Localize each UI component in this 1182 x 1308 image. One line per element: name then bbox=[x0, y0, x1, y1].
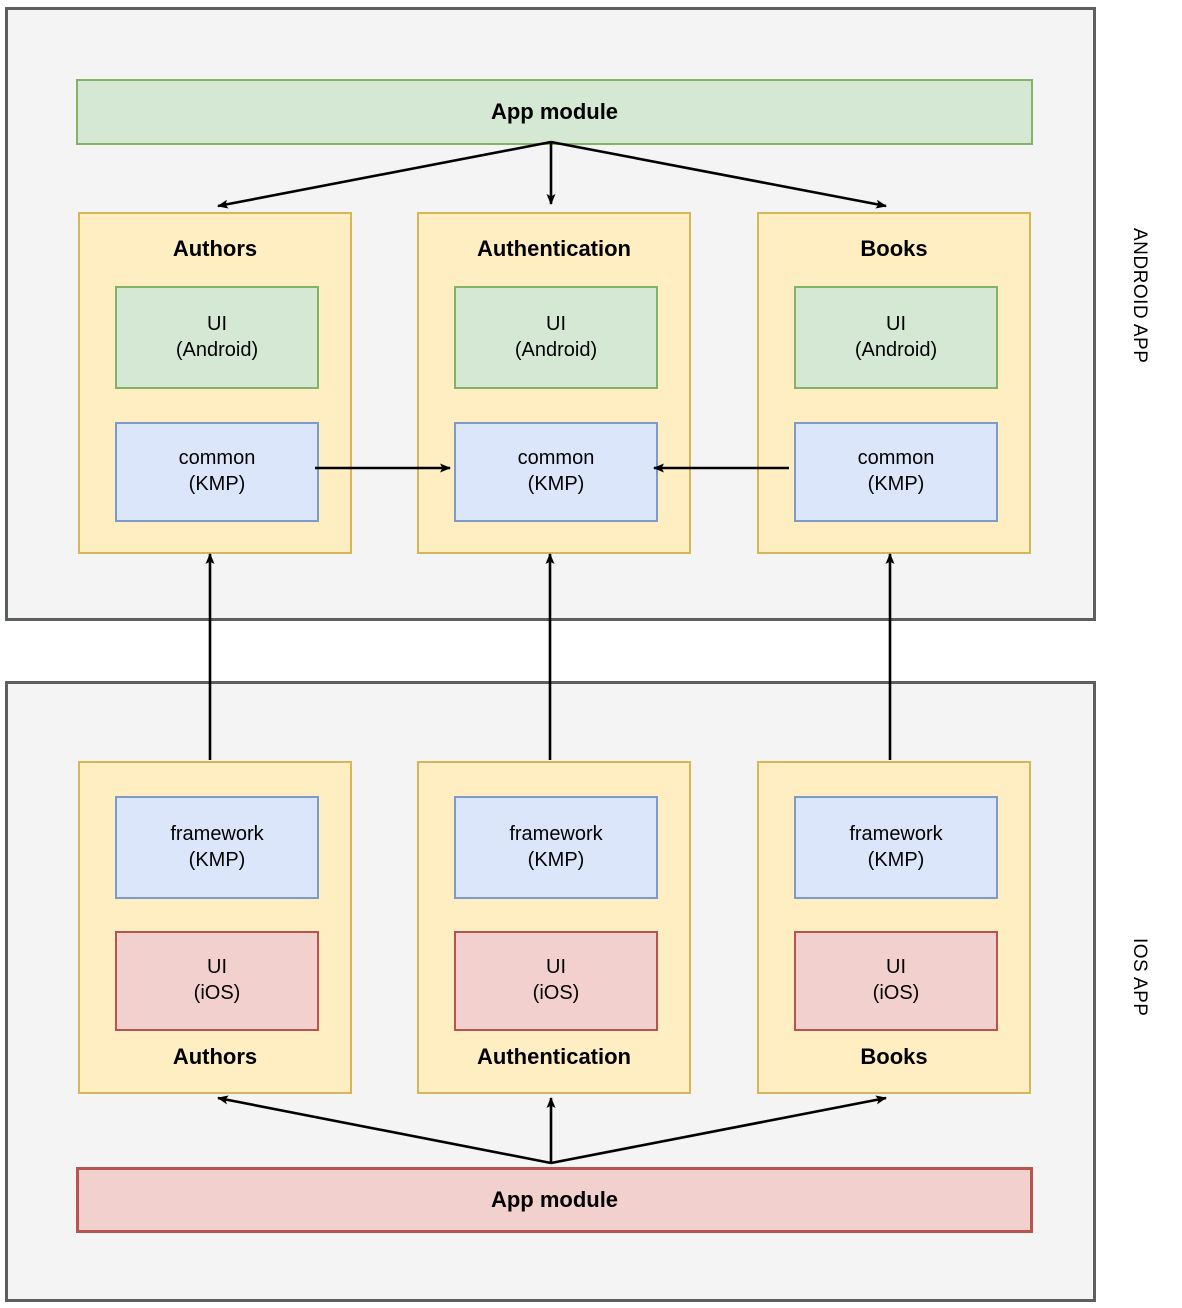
ios-feature-authors-title: Authors bbox=[172, 1044, 258, 1069]
ios-books-framework-line1: framework bbox=[849, 822, 943, 845]
android-books-ui-android-block[interactable]: UI (Android) bbox=[794, 286, 998, 389]
ios-authors-ui-ios-block[interactable]: UI (iOS) bbox=[115, 931, 319, 1031]
ios-feature-authors[interactable]: framework (KMP) UI (iOS) Authors bbox=[78, 761, 352, 1094]
android-feature-authors-title: Authors bbox=[172, 236, 258, 261]
android-app-module-label: App module bbox=[490, 99, 619, 124]
ios-authors-ui-line2: (iOS) bbox=[193, 982, 241, 1004]
android-authentication-ui-android-block[interactable]: UI (Android) bbox=[454, 286, 658, 389]
ios-authentication-framework-line1: framework bbox=[509, 822, 603, 845]
android-authentication-ui-line1: UI bbox=[546, 312, 566, 335]
android-app-container: App module Authors UI (Android) common (… bbox=[5, 7, 1096, 621]
ios-feature-books[interactable]: framework (KMP) UI (iOS) Books bbox=[757, 761, 1031, 1094]
ios-authors-framework-line1: framework bbox=[170, 822, 264, 845]
ios-authors-framework-line2: (KMP) bbox=[188, 848, 246, 871]
android-books-common-line2: (KMP) bbox=[867, 473, 925, 495]
ios-authors-framework-kmp-block[interactable]: framework (KMP) bbox=[115, 796, 319, 899]
android-authors-common-kmp-block[interactable]: common (KMP) bbox=[115, 422, 319, 522]
android-feature-authors[interactable]: Authors UI (Android) common (KMP) bbox=[78, 212, 352, 554]
ios-feature-authentication-title: Authentication bbox=[477, 1044, 631, 1069]
android-feature-books[interactable]: Books UI (Android) common (KMP) bbox=[757, 212, 1031, 554]
android-authors-ui-android-block[interactable]: UI (Android) bbox=[115, 286, 319, 389]
ios-app-side-label: IOS APP bbox=[1129, 938, 1150, 1017]
ios-authentication-ui-ios-block[interactable]: UI (iOS) bbox=[454, 931, 658, 1031]
ios-authentication-framework-kmp-block[interactable]: framework (KMP) bbox=[454, 796, 658, 899]
ios-app-module-label: App module bbox=[490, 1187, 619, 1212]
ios-books-ui-ios-block[interactable]: UI (iOS) bbox=[794, 931, 998, 1031]
ios-authentication-ui-line1: UI bbox=[546, 956, 566, 979]
android-authors-common-line2: (KMP) bbox=[188, 473, 246, 495]
android-authors-ui-line1: UI bbox=[207, 312, 227, 335]
android-feature-authentication[interactable]: Authentication UI (Android) common (KMP) bbox=[417, 212, 691, 554]
android-app-side-label: ANDROID APP bbox=[1129, 228, 1150, 364]
android-books-common-line1: common bbox=[857, 447, 935, 470]
ios-authors-ui-line1: UI bbox=[207, 956, 227, 979]
ios-app-container: framework (KMP) UI (iOS) Authors framewo… bbox=[5, 681, 1096, 1302]
android-authors-ui-line2: (Android) bbox=[175, 338, 259, 361]
android-authors-common-line1: common bbox=[178, 447, 256, 470]
android-authentication-common-kmp-block[interactable]: common (KMP) bbox=[454, 422, 658, 522]
ios-books-framework-line2: (KMP) bbox=[867, 848, 925, 871]
android-books-ui-line1: UI bbox=[886, 312, 906, 335]
android-feature-books-title: Books bbox=[860, 236, 928, 261]
android-authentication-common-line2: (KMP) bbox=[527, 473, 585, 495]
android-authentication-common-line1: common bbox=[517, 447, 595, 470]
ios-books-ui-line2: (iOS) bbox=[872, 982, 920, 1004]
ios-feature-books-title: Books bbox=[860, 1044, 928, 1069]
android-books-ui-line2: (Android) bbox=[854, 338, 938, 361]
ios-books-framework-kmp-block[interactable]: framework (KMP) bbox=[794, 796, 998, 899]
android-app-module-box[interactable]: App module bbox=[76, 79, 1033, 145]
ios-books-ui-line1: UI bbox=[886, 956, 906, 979]
ios-authentication-ui-line2: (iOS) bbox=[532, 982, 580, 1004]
android-feature-authentication-title: Authentication bbox=[477, 236, 631, 261]
android-books-common-kmp-block[interactable]: common (KMP) bbox=[794, 422, 998, 522]
ios-app-module-box[interactable]: App module bbox=[76, 1167, 1033, 1233]
ios-feature-authentication[interactable]: framework (KMP) UI (iOS) Authentication bbox=[417, 761, 691, 1094]
ios-authentication-framework-line2: (KMP) bbox=[527, 848, 585, 871]
android-authentication-ui-line2: (Android) bbox=[514, 338, 598, 361]
